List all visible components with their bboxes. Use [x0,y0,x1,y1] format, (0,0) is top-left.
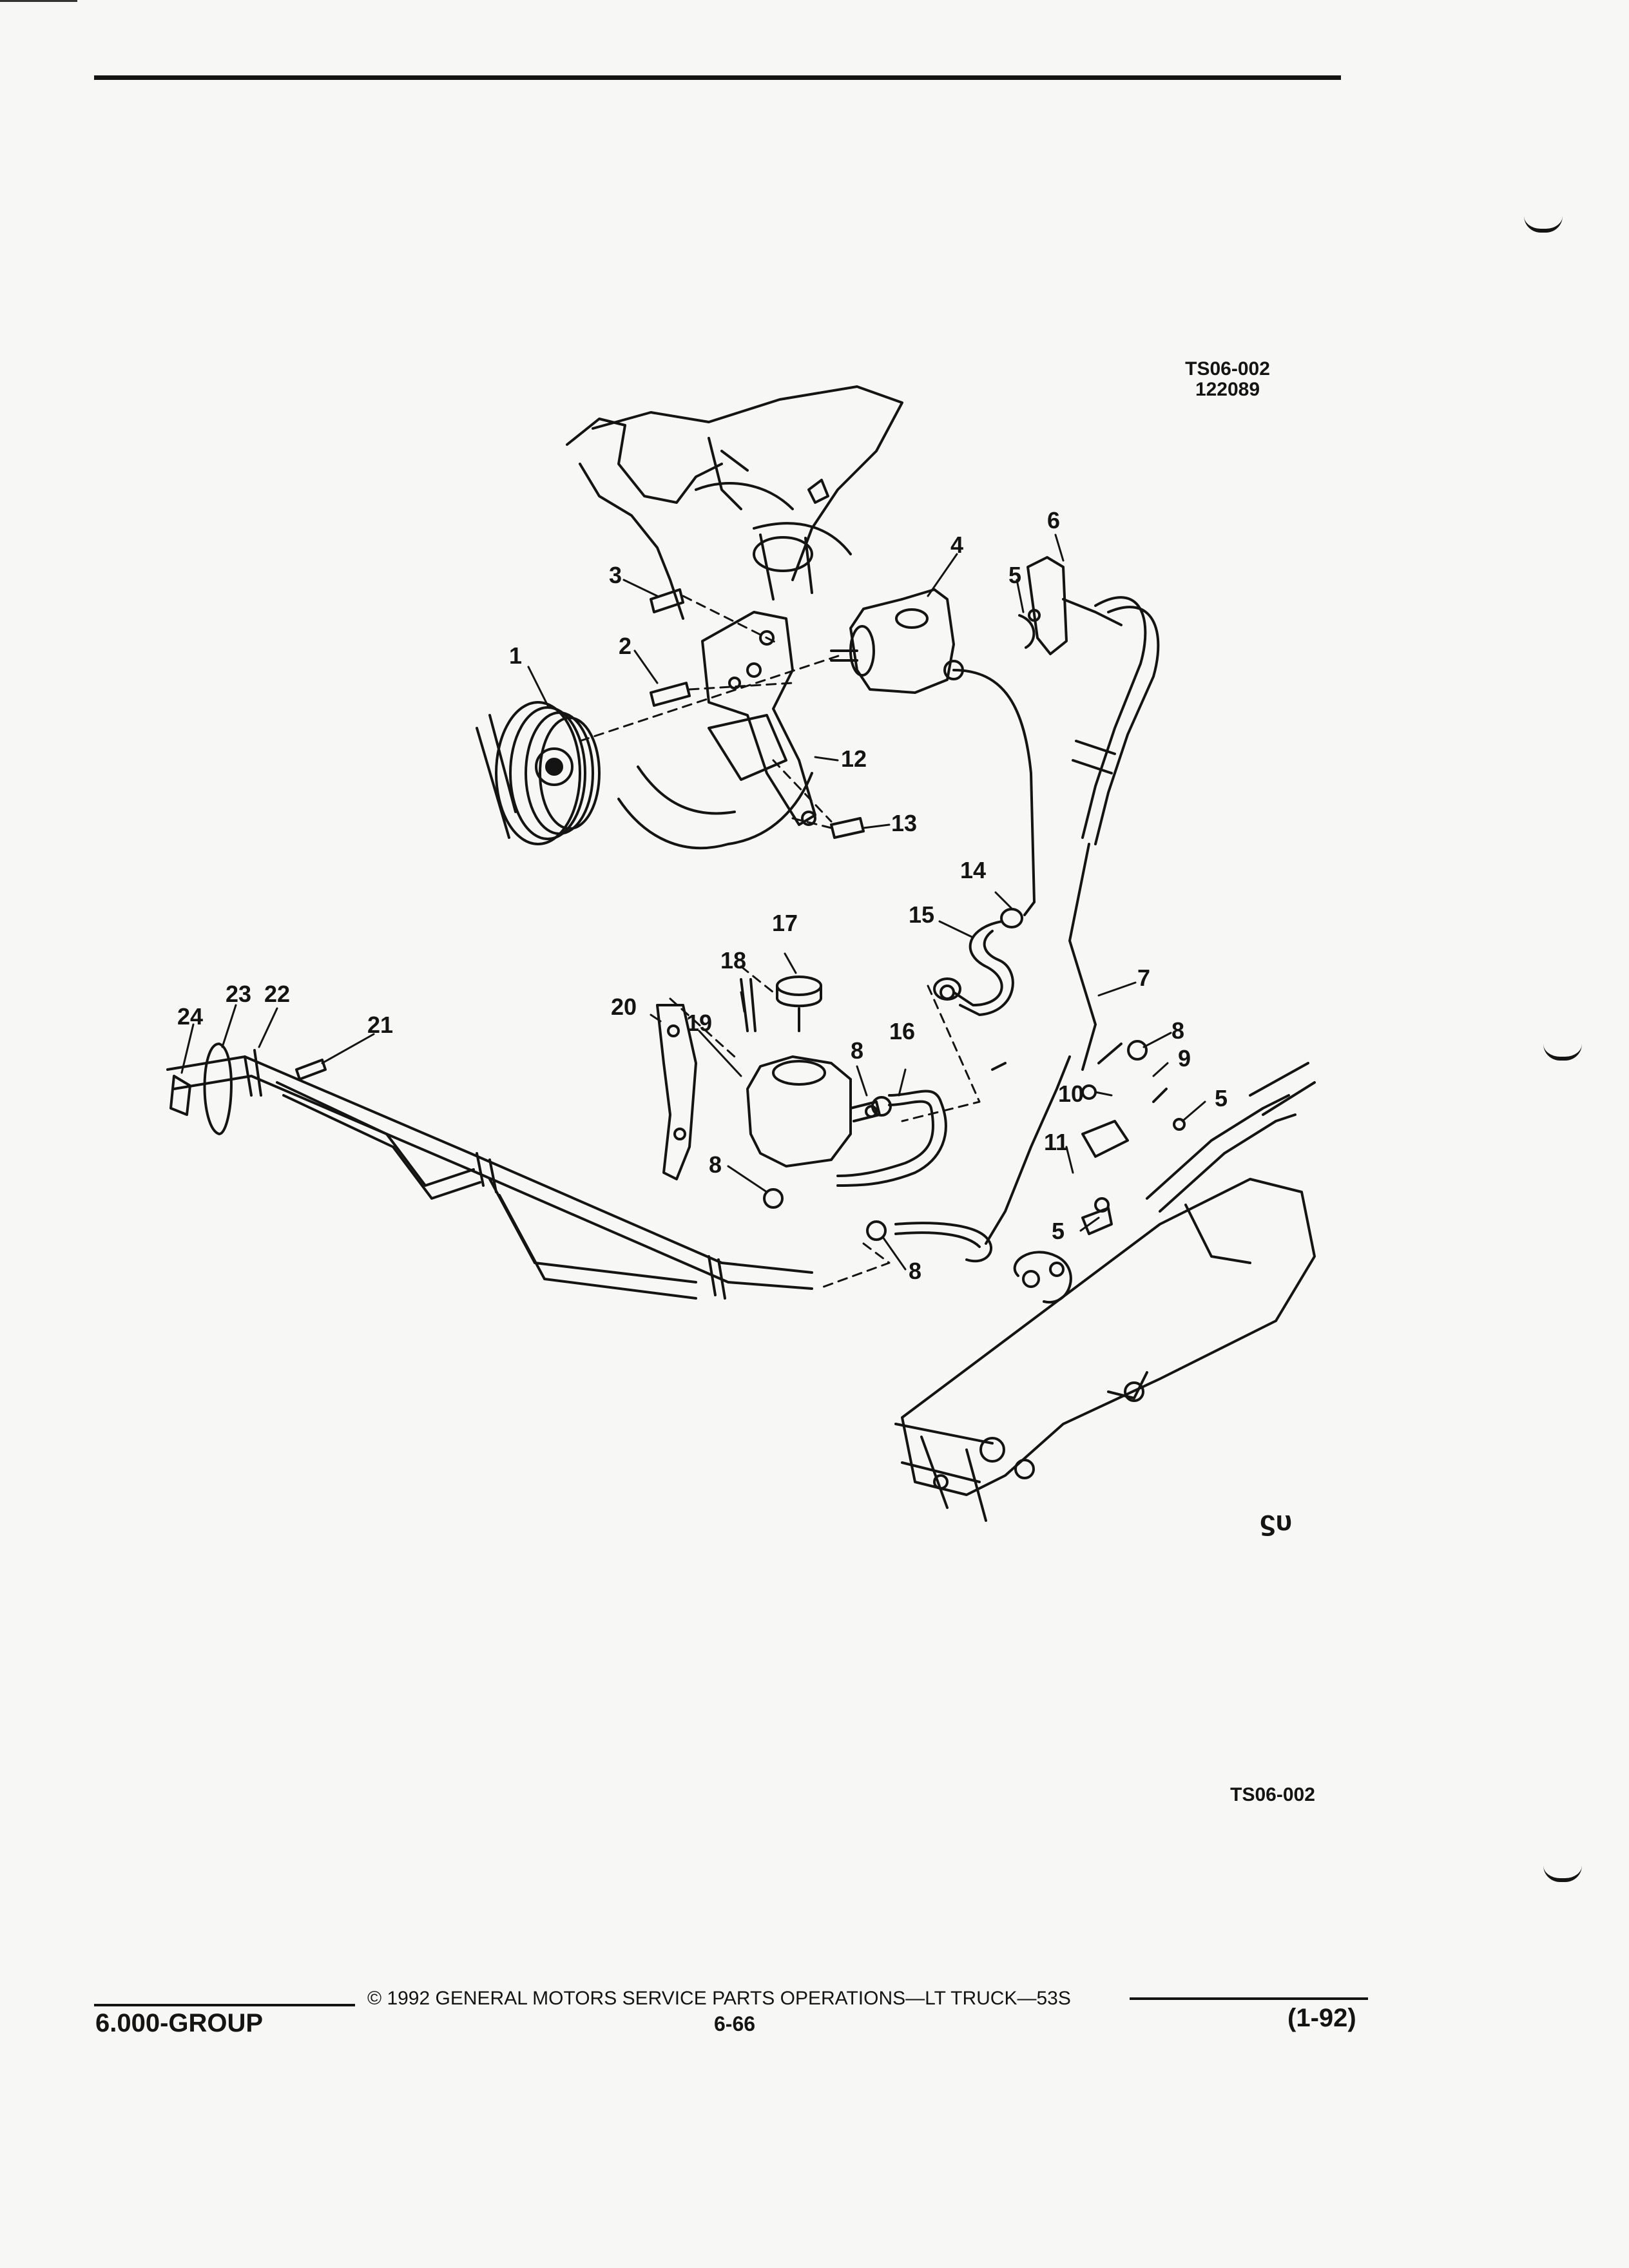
steering-pump [830,588,964,694]
leader-lines [579,595,981,1290]
binder-mark [1543,1044,1582,1061]
callout-14: 14 [960,857,986,883]
callout-23: 23 [226,981,251,1007]
figure-date-label: 122089 [1195,379,1260,400]
footer-revision-date: (1-92) [1287,2004,1356,2032]
pump-bracket [701,611,816,826]
callout-numbers: 1 2 3 4 5 6 12 13 14 15 17 18 20 19 8 16… [177,507,1228,1284]
return-hoses [836,901,1071,1263]
callout-8: 8 [851,1037,863,1064]
pressure-hose [952,556,1160,1071]
callout-3: 3 [609,562,622,588]
callout-8: 8 [909,1258,921,1284]
callout-15: 15 [909,901,934,928]
pulley [476,701,601,845]
steering-gear-frame [894,1062,1316,1522]
callout-12: 12 [841,745,867,772]
callout-6: 6 [1047,507,1060,533]
callout-24: 24 [177,1003,203,1030]
binder-mark [1543,1865,1582,1882]
reservoir [656,975,881,1180]
callout-21: 21 [367,1012,393,1038]
callout-17: 17 [772,910,798,936]
header-rule [94,75,1341,80]
footer-rule-right [1130,1997,1368,2000]
callout-5: 5 [1052,1218,1065,1244]
callout-9: 9 [1178,1045,1191,1072]
callout-8: 8 [1171,1017,1184,1044]
callout-5: 5 [1215,1085,1228,1111]
callout-5: 5 [1008,562,1021,588]
callout-1: 1 [509,642,522,669]
figure-code-bottom: TS06-002 [1230,1784,1315,1805]
binder-mark [1524,216,1563,233]
callout-leaders [180,533,1206,1271]
fittings [763,609,1186,1241]
gm-logo-mark: ϛᴜ [1260,1505,1292,1537]
footer-rule-left [94,2004,355,2006]
callout-11: 11 [1044,1129,1068,1155]
callout-22: 22 [264,981,290,1007]
callout-7: 7 [1137,965,1150,991]
callout-8: 8 [709,1151,722,1178]
callout-20: 20 [611,994,637,1020]
bolts [650,479,865,839]
callout-16: 16 [889,1018,915,1044]
callout-18: 18 [720,947,746,974]
callout-19: 19 [686,1010,712,1036]
engine-block [566,385,903,850]
callout-10: 10 [1058,1081,1084,1107]
callout-13: 13 [891,810,917,836]
footer-copyright: © 1992 GENERAL MOTORS SERVICE PARTS OPER… [367,1988,1071,2009]
figure-code-label: TS06-002 [1185,358,1270,380]
callout-4: 4 [950,532,963,558]
footer-page-number: 6-66 [714,2012,756,2035]
callout-2: 2 [619,633,631,659]
scan-edge-line [0,0,77,2]
footer-group-label: 6.000-GROUP [95,2009,264,2037]
cooler-lines [166,1043,813,1300]
figure-code: TS06-002 122089 [1176,359,1279,400]
